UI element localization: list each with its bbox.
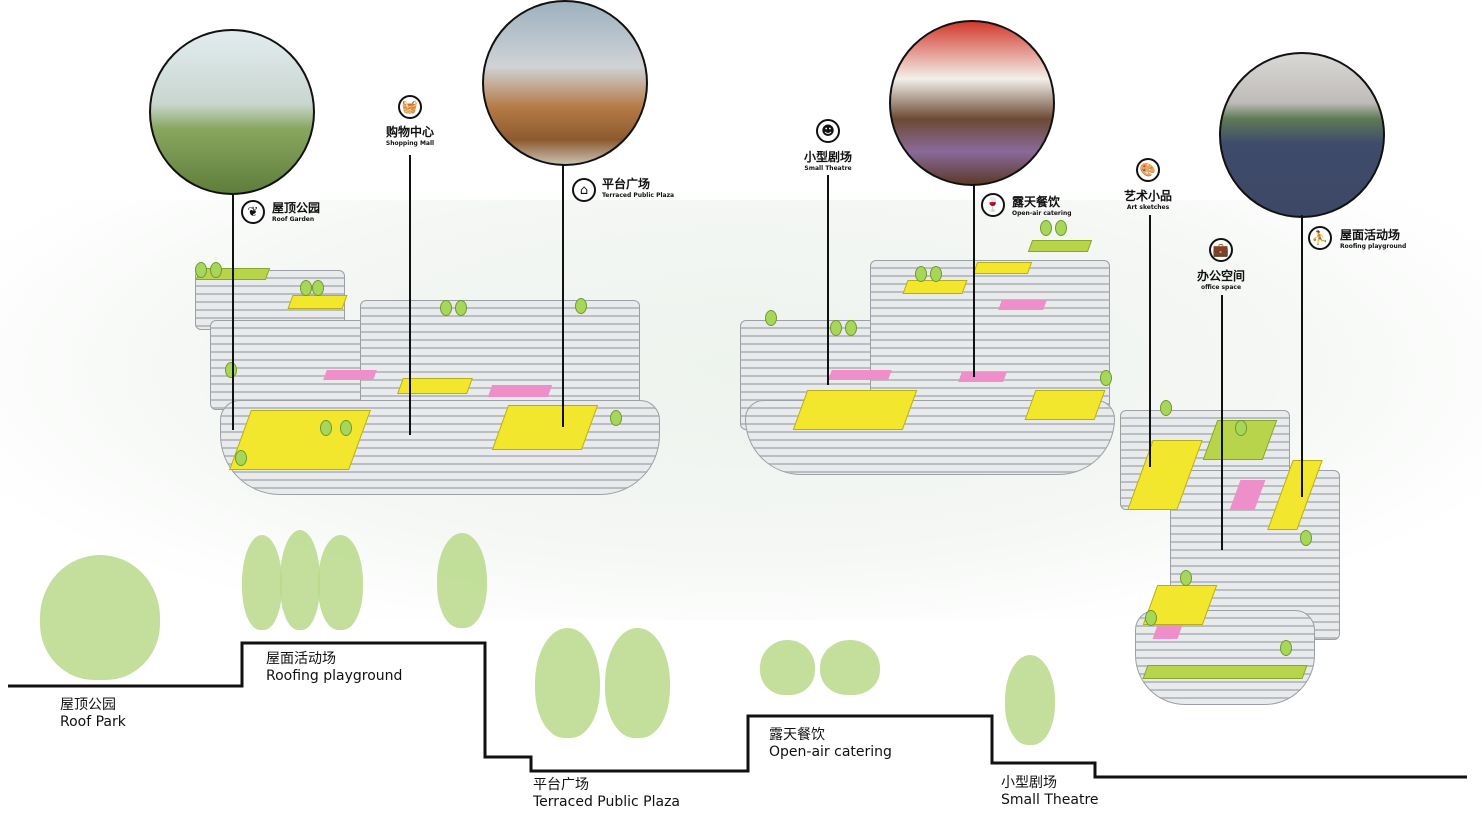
leader-line xyxy=(827,175,829,385)
section-en: Terraced Public Plaza xyxy=(533,794,680,810)
section-cn: 屋顶公园 xyxy=(60,697,116,713)
section-en: Roofing playground xyxy=(266,668,403,684)
wine-icon: 🍷 xyxy=(981,193,1005,217)
briefcase-icon: 💼 xyxy=(1209,238,1233,262)
leaf-icon: ❦ xyxy=(241,200,265,224)
terraced-plaza-photo xyxy=(482,0,648,166)
section-cn: 小型剧场 xyxy=(1001,775,1057,791)
leader-line xyxy=(562,165,564,427)
leader-line xyxy=(409,155,411,435)
callout-en: Shopping Mall xyxy=(385,140,435,147)
open-air-catering-photo xyxy=(889,20,1055,186)
leader-line xyxy=(973,185,975,377)
callout-cn: 平台广场 xyxy=(602,177,651,191)
roof-garden-photo xyxy=(149,29,315,195)
leader-line xyxy=(1149,215,1151,467)
section-en: Open-air catering xyxy=(769,744,892,760)
leader-line xyxy=(1221,295,1223,550)
callout-en: Small Theatre xyxy=(804,165,852,172)
callout-en: Terraced Public Plaza xyxy=(602,192,675,199)
section-cn: 露天餐饮 xyxy=(769,727,825,743)
section-en: Small Theatre xyxy=(1001,792,1099,808)
callout-en: Open-air catering xyxy=(1012,210,1072,217)
callout-cn: 办公空间 xyxy=(1196,269,1245,283)
callout-cn: 艺术小品 xyxy=(1123,189,1172,203)
theatre-masks-icon: ☻ xyxy=(816,119,840,143)
callout-en: Roofing playground xyxy=(1340,243,1407,250)
callout-cn: 屋面活动场 xyxy=(1340,228,1401,242)
callout-cn: 购物中心 xyxy=(385,125,434,139)
section-cn: 平台广场 xyxy=(533,777,589,793)
callout-en: office space xyxy=(1200,284,1242,291)
callout-cn: 露天餐饮 xyxy=(1012,195,1061,209)
palette-icon: 🎨 xyxy=(1136,158,1160,182)
callout-cn: 屋顶公园 xyxy=(272,201,321,215)
callout-cn: 小型剧场 xyxy=(803,150,852,164)
pavilion-icon: ⌂ xyxy=(572,178,596,202)
callout-en: Roof Garden xyxy=(272,216,315,223)
leader-line xyxy=(1301,215,1303,497)
basket-icon: 🧺 xyxy=(398,95,422,119)
leader-line xyxy=(232,195,234,430)
roofing-playground-photo xyxy=(1219,52,1385,218)
section-cn: 屋面活动场 xyxy=(266,651,336,667)
skateboard-icon: ⛹ xyxy=(1308,226,1332,250)
callout-en: Art sketches xyxy=(1126,204,1170,211)
section-en: Roof Park xyxy=(60,714,126,730)
